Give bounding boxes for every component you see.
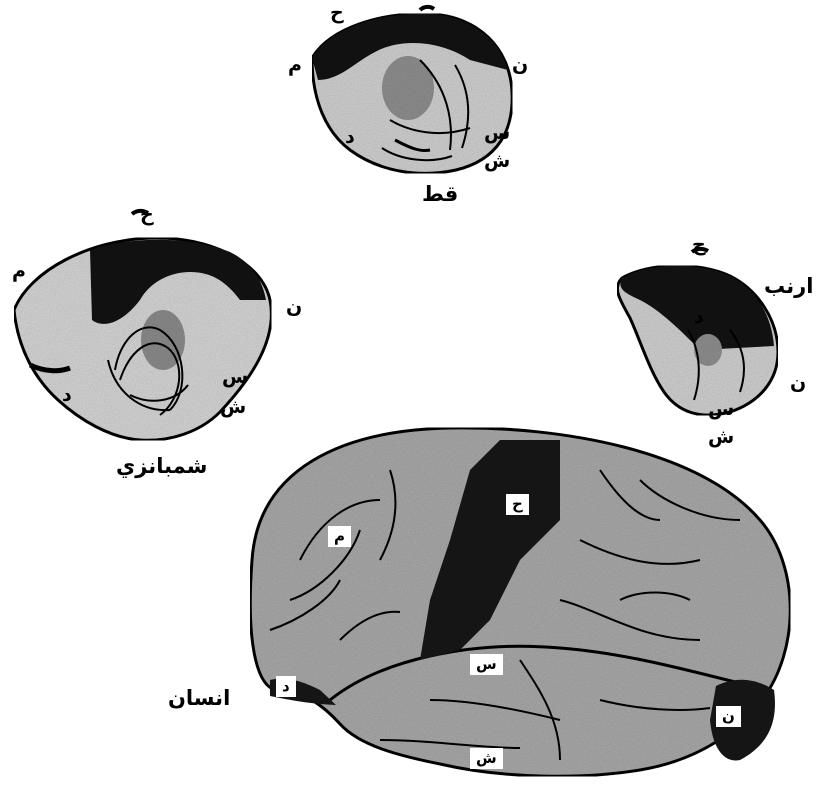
chimp-label-d: د xyxy=(62,386,72,405)
rabbit-brain xyxy=(617,249,778,415)
cat-label-s: س xyxy=(484,124,510,143)
rabbit-name: ارنب xyxy=(764,276,813,297)
cat-label-sh: ش xyxy=(484,152,510,171)
chimp-label-n: ن xyxy=(286,298,302,317)
human-label-h: ح xyxy=(506,494,529,515)
human-label-m: م xyxy=(328,526,351,547)
rabbit-label-n: ن xyxy=(790,374,806,393)
cat-brain xyxy=(312,7,512,174)
rabbit-label-d: د xyxy=(694,308,704,327)
chimp-label-s: س xyxy=(222,368,248,387)
human-brain xyxy=(250,428,790,776)
chimp-label-h: ح xyxy=(140,206,154,225)
cat-label-n: ن xyxy=(512,56,528,75)
rabbit-label-h: ح xyxy=(692,236,706,255)
rabbit-label-sh: ش xyxy=(708,428,734,447)
cat-name: قط xyxy=(422,184,458,205)
human-label-d: د xyxy=(276,676,296,697)
chimp-label-m: م xyxy=(12,262,26,281)
cat-label-h: ح xyxy=(330,4,344,23)
rabbit-label-s: س xyxy=(708,400,734,419)
human-label-s: س xyxy=(470,654,503,675)
cat-label-m: م xyxy=(288,56,302,75)
cat-label-d: د xyxy=(345,128,355,147)
human-name: انسان xyxy=(168,688,230,709)
chimp-label-sh: ش xyxy=(220,398,246,417)
human-label-n: ن xyxy=(716,706,741,727)
human-label-sh: ش xyxy=(470,748,503,769)
chimp-name: شمبانزي xyxy=(116,456,207,477)
